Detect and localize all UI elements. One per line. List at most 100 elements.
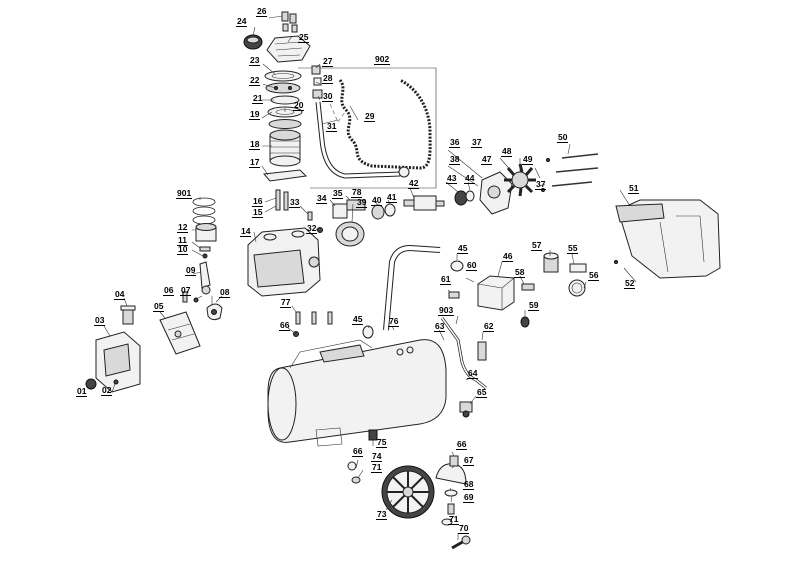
part-04-filter	[120, 305, 136, 325]
label-65: 65	[476, 387, 488, 398]
label-28: 28	[322, 73, 334, 84]
label-49: 49	[522, 154, 534, 165]
label-03: 03	[94, 315, 106, 326]
part-27-30-fittings	[311, 65, 323, 99]
label-12: 12	[177, 222, 189, 233]
part-46-pressure-switch	[477, 275, 515, 311]
label-45-mid: 45	[352, 314, 364, 325]
part-42-rotor	[403, 195, 445, 211]
label-62: 62	[483, 321, 495, 332]
part-18-cylinder	[269, 129, 301, 167]
label-74: 74	[371, 451, 383, 462]
label-70: 70	[458, 523, 470, 534]
label-35: 35	[332, 188, 344, 199]
label-76: 76	[388, 316, 400, 327]
part-68-71-parts	[441, 489, 458, 526]
label-55: 55	[567, 243, 579, 254]
part-65-valve	[459, 401, 473, 418]
part-55-coupling	[569, 263, 587, 273]
part-11-10-pin	[199, 246, 211, 259]
part-24-cap	[243, 34, 263, 50]
part-34-35-shaft	[332, 199, 366, 219]
label-36: 36	[449, 137, 461, 148]
label-21: 21	[252, 93, 264, 104]
part-23-gasket	[264, 70, 302, 82]
label-37-right: 37	[535, 179, 547, 190]
part-903-hose	[440, 317, 487, 390]
label-63: 63	[434, 321, 446, 332]
label-05: 05	[153, 301, 165, 312]
label-07: 07	[180, 285, 192, 296]
label-22: 22	[249, 75, 261, 86]
part-47-fan-housing	[479, 171, 513, 215]
label-40: 40	[371, 195, 383, 206]
part-40-41-bearings	[371, 203, 396, 220]
label-71-left: 71	[371, 462, 383, 473]
part-31-pipe	[315, 101, 410, 179]
label-78: 78	[351, 187, 363, 198]
part-03-cover	[95, 331, 141, 393]
label-44: 44	[464, 173, 476, 184]
label-16: 16	[252, 196, 264, 207]
label-57: 57	[531, 240, 543, 251]
label-69: 69	[463, 492, 475, 503]
part-76-handle	[383, 244, 441, 331]
label-901: 901	[176, 188, 193, 199]
part-51-motor-cover	[614, 199, 721, 279]
label-42: 42	[408, 178, 420, 189]
label-77: 77	[280, 297, 292, 308]
label-66-right: 66	[456, 439, 468, 450]
label-17: 17	[249, 157, 261, 168]
label-66-bottom: 66	[352, 446, 364, 457]
part-26-bolts	[281, 11, 298, 33]
label-56: 56	[588, 270, 600, 281]
label-43: 43	[446, 173, 458, 184]
part-45-cap	[450, 260, 464, 272]
label-71-right: 71	[448, 514, 460, 525]
label-10: 10	[177, 244, 189, 255]
label-04: 04	[114, 289, 126, 300]
part-57-regulator	[543, 252, 559, 273]
label-68: 68	[463, 479, 475, 490]
part-09-connecting-rod	[199, 261, 211, 295]
label-01: 01	[76, 386, 88, 397]
part-01-02-parts	[85, 378, 119, 390]
part-73-wheel	[381, 465, 435, 519]
part-12-piston	[195, 223, 217, 242]
part-48-fan	[504, 163, 536, 197]
part-902-coil	[338, 78, 432, 170]
part-17-gasket	[263, 169, 308, 182]
label-52: 52	[624, 278, 636, 289]
label-58: 58	[514, 267, 526, 278]
label-29: 29	[364, 111, 376, 122]
label-23: 23	[249, 55, 261, 66]
part-08-counterweight	[206, 303, 223, 321]
label-15: 15	[252, 207, 264, 218]
part-58-fitting	[521, 283, 535, 291]
part-39-bearing	[335, 221, 365, 247]
label-25: 25	[298, 32, 310, 43]
part-74-71-66-washers	[347, 461, 361, 484]
label-41: 41	[386, 192, 398, 203]
label-11: 11	[177, 235, 188, 246]
label-18: 18	[249, 139, 261, 150]
part-50-tie-rods	[541, 153, 599, 192]
part-77-66-45-bolts	[293, 311, 374, 339]
part-22-valve-plate	[265, 82, 301, 94]
part-06-07-screws	[182, 291, 199, 303]
part-70-bolt	[451, 535, 471, 550]
label-51: 51	[628, 183, 640, 194]
label-73: 73	[376, 509, 388, 520]
label-37-top: 37	[471, 137, 483, 148]
label-64: 64	[467, 368, 479, 379]
leader-lines	[90, 15, 637, 540]
label-46: 46	[502, 251, 514, 262]
label-38: 38	[449, 154, 461, 165]
label-47: 47	[481, 154, 493, 165]
part-59-plug	[520, 316, 530, 328]
label-27: 27	[322, 56, 334, 67]
part-05-plate	[159, 311, 201, 355]
part-32-33-screws	[307, 211, 323, 233]
